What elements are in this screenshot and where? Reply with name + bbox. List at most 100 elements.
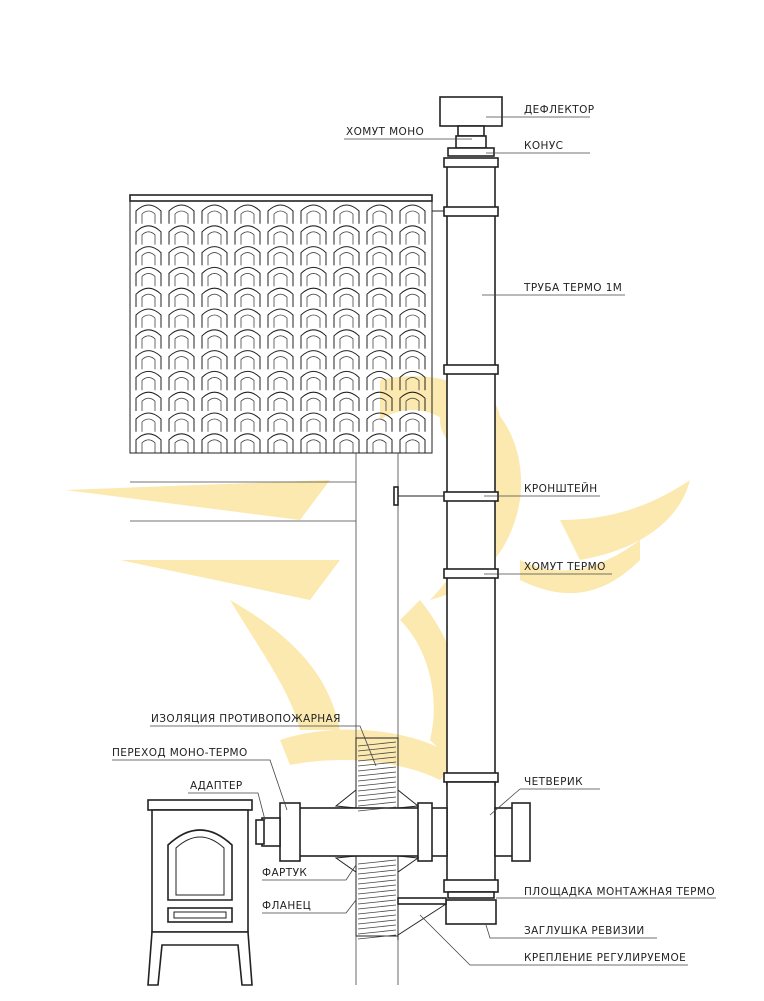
roof-tile-inner [174, 252, 189, 266]
roof-tile [333, 287, 360, 307]
roof-tile [234, 412, 261, 432]
roof-tile [267, 204, 294, 224]
roof-tile-inner [207, 397, 222, 411]
roof-tile [366, 266, 393, 287]
roof-tile-inner [405, 293, 420, 307]
fire-insulation [334, 737, 420, 940]
roof-tile [201, 329, 228, 349]
insulation-hatch [357, 746, 397, 752]
roof-tile-inner [141, 439, 156, 453]
roof-tile [300, 287, 327, 307]
labels: ДЕФЛЕКТОР ХОМУТ МОНО КОНУС ТРУБА ТЕРМО 1… [112, 104, 715, 964]
horizontal-pipe [255, 802, 448, 862]
roof-tile [168, 225, 195, 245]
insulation-hatch [357, 781, 397, 787]
roof-tile [234, 204, 261, 224]
insulation-hatch [357, 761, 397, 767]
roof-tile [366, 225, 393, 245]
roof-tile-inner [405, 397, 420, 411]
roof-tile [300, 433, 327, 453]
roof-tile-inner [273, 356, 288, 370]
label-cone: КОНУС [524, 140, 563, 152]
roof-tile-inner [405, 210, 420, 224]
insulation-hatch [357, 934, 397, 940]
roof-tile-inner [405, 335, 420, 349]
roof-tile [234, 287, 261, 307]
roof-tile-inner [273, 397, 288, 411]
insulation-hatch [357, 791, 397, 797]
insulation-hatch [357, 919, 397, 925]
roof-tile-inner [240, 231, 255, 245]
roof-tile [234, 391, 261, 411]
roof-tile [333, 329, 360, 349]
insulation-hatch [357, 879, 397, 885]
roof-tile [366, 204, 393, 224]
roof-tile [366, 287, 393, 307]
insulation-hatch [357, 766, 397, 772]
roof-tile [135, 225, 162, 245]
roof-tile [135, 308, 162, 328]
roof-tile-inner [372, 252, 387, 266]
roof-tile-inner [273, 439, 288, 453]
label-flange: ФЛАНЕЦ [262, 900, 311, 912]
roof-tile-inner [306, 231, 321, 245]
insulation-hatch [357, 806, 397, 812]
roof-tile [267, 370, 294, 391]
roof-tile [366, 308, 393, 328]
roof-tile-inner [240, 397, 255, 411]
roof-tile-inner [372, 377, 387, 391]
roof-tile-inner [174, 210, 189, 224]
roof-tile [234, 246, 261, 266]
roof-tile-inner [372, 210, 387, 224]
roof-tile [300, 246, 327, 266]
roof-tile-inner [405, 314, 420, 328]
roof-tile [201, 433, 228, 453]
insulation-hatch [357, 884, 397, 890]
roof-tile [300, 204, 327, 224]
roof-tile [333, 391, 360, 411]
roof-tile [399, 329, 426, 349]
roof-tile-inner [306, 314, 321, 328]
roof-tile-inner [141, 377, 156, 391]
deflector [439, 96, 503, 137]
roof-tile [399, 350, 426, 370]
roof-tile-inner [141, 418, 156, 432]
adjustable-mount [397, 897, 447, 940]
roof-tile [168, 350, 195, 370]
insulation-hatch [357, 751, 397, 757]
roof-tile-inner [207, 273, 222, 287]
roof-tile [300, 370, 327, 391]
roof-tile [234, 350, 261, 370]
label-fire-insulation: ИЗОЛЯЦИЯ ПРОТИВОПОЖАРНАЯ [151, 713, 341, 725]
roof-tile-inner [240, 314, 255, 328]
roof-tile [399, 308, 426, 328]
label-clamp-mono: ХОМУТ МОНО [346, 126, 424, 138]
roof-tile [135, 329, 162, 349]
roof-tile-inner [273, 314, 288, 328]
roof-tile-inner [141, 210, 156, 224]
roof-tile [168, 391, 195, 411]
roof-tile-inner [306, 439, 321, 453]
roof-tile [168, 246, 195, 266]
roof-tile [201, 308, 228, 328]
vertical-pipe [393, 157, 499, 786]
roof-tile-inner [207, 210, 222, 224]
roof-tile [333, 204, 360, 224]
roof-tile [135, 350, 162, 370]
roof-tile [201, 204, 228, 224]
label-adapter: АДАПТЕР [190, 780, 243, 792]
insulation-hatch [357, 894, 397, 900]
roof-tile-inner [339, 356, 354, 370]
roof-tile [234, 329, 261, 349]
roof-tile-inner [273, 377, 288, 391]
roof-tile-inner [141, 231, 156, 245]
insulation-hatch [357, 801, 397, 807]
roof-tile-inner [405, 273, 420, 287]
roof-tile-inner [306, 356, 321, 370]
roof-tile [135, 370, 162, 391]
label-clamp-thermo: ХОМУТ ТЕРМО [524, 561, 606, 573]
roof-tile-inner [405, 418, 420, 432]
roof-tile [168, 204, 195, 224]
